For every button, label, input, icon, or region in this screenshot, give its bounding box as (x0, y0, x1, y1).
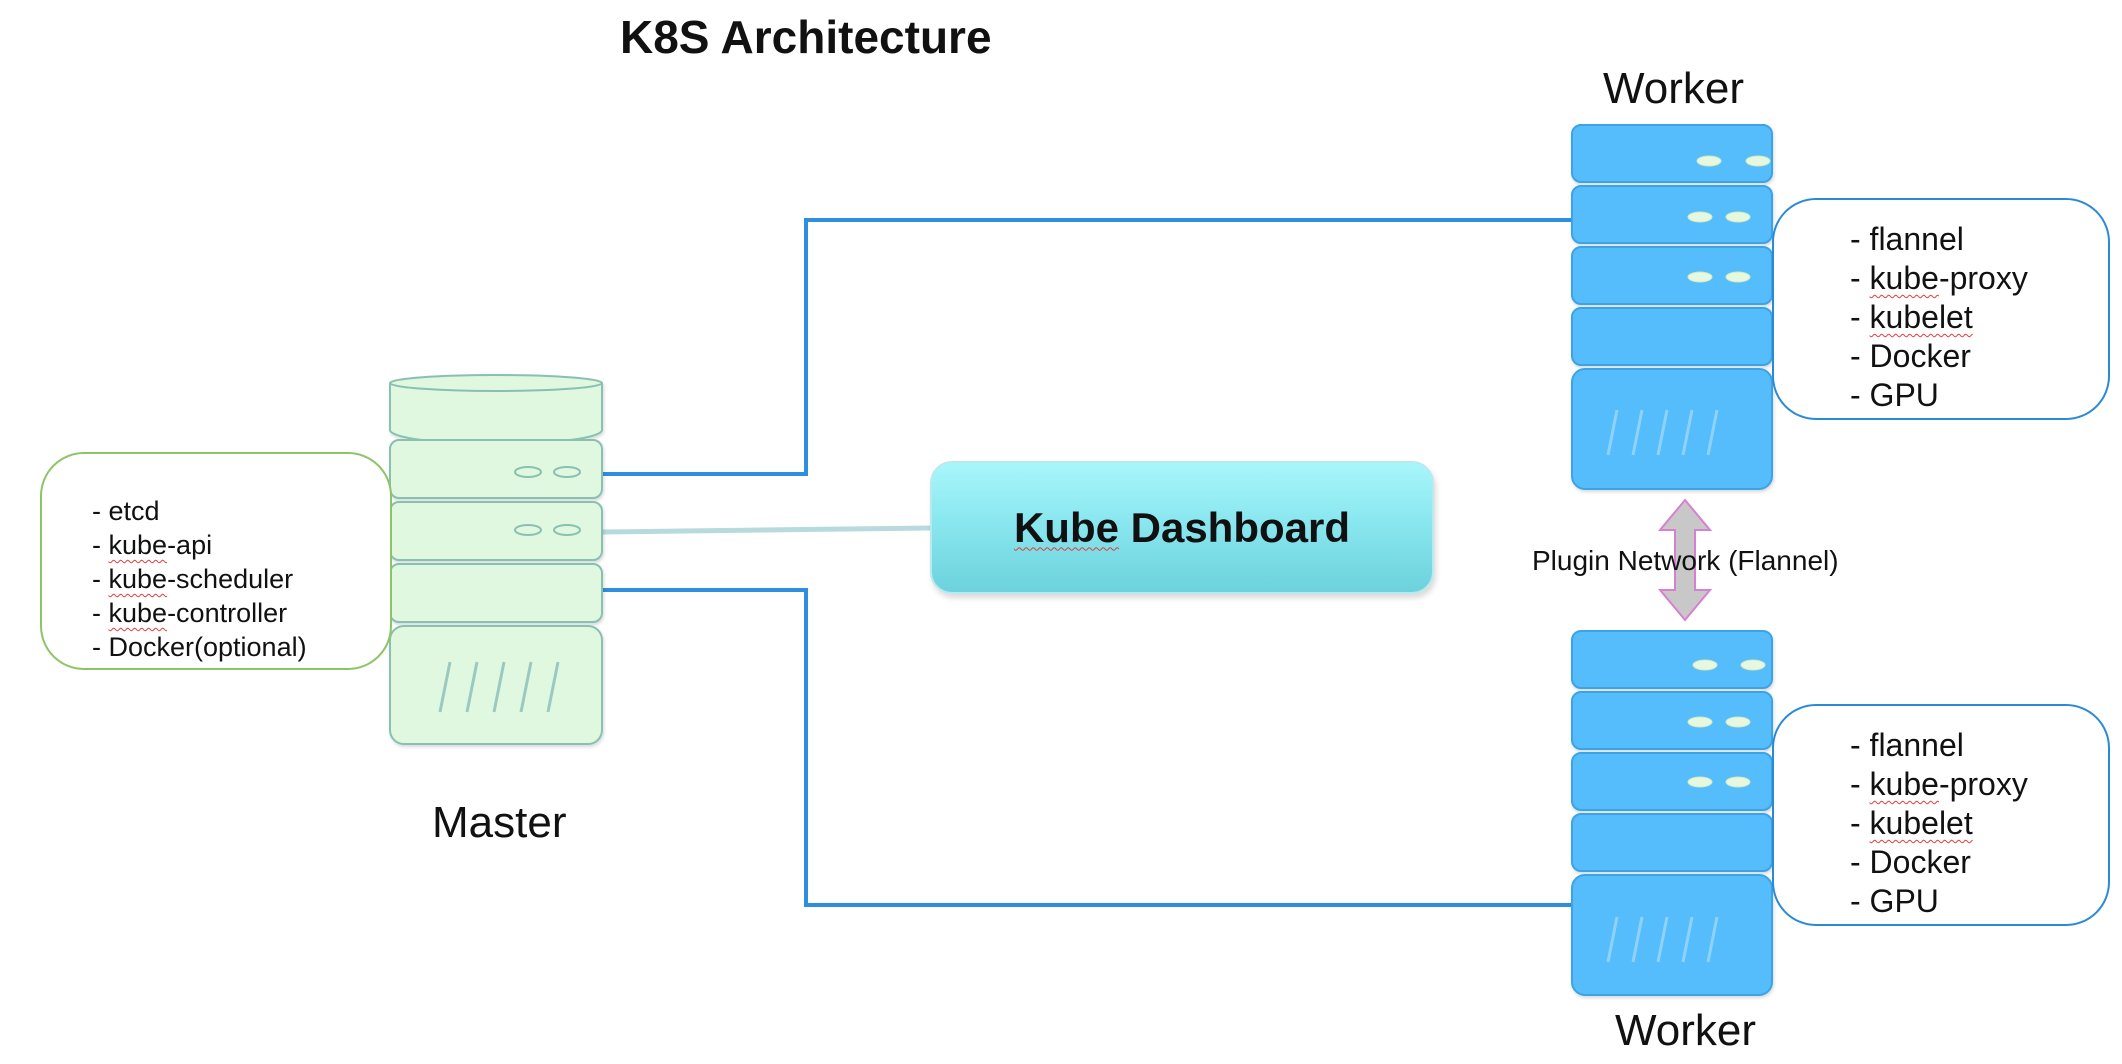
component-item: - Docker(optional) (92, 632, 307, 662)
component-item: - kube-proxy (1850, 766, 2028, 802)
worker-1-components-box: - flannel- kube-proxy- kubelet- Docker- … (1772, 198, 2110, 420)
component-item: - kubelet (1850, 299, 1973, 335)
component-item: - kube-api (92, 530, 213, 560)
component-item: - kube-controller (92, 598, 288, 628)
worker-1-components-list: - flannel- kube-proxy- kubelet- Docker- … (1850, 220, 2028, 415)
plugin-network-label: Plugin Network (Flannel) (1532, 545, 1839, 576)
worker-1-label: Worker (1603, 64, 1744, 113)
master-components-list: - etcd - kube-api - kube-scheduler - kube-c… (92, 494, 307, 664)
master-server-icon (389, 374, 603, 745)
component-item: - Docker (1850, 338, 1971, 374)
worker-2-server-icon (1571, 630, 1773, 996)
diagram-title: K8S Architecture (620, 11, 992, 63)
component-item: - kube-scheduler (92, 564, 294, 594)
kube-dashboard-node: Kube Dashboard (930, 461, 1434, 594)
kube-dashboard-label: Kube Dashboard (1013, 503, 1351, 551)
worker-2-components-box: - flannel- kube-proxy- kubelet- Docker- … (1772, 704, 2110, 926)
database-cylinder-icon (389, 374, 603, 445)
component-item: - flannel (1850, 221, 1964, 257)
connection-lines (601, 218, 1572, 907)
worker-2-label: Worker (1615, 1006, 1756, 1055)
double-arrow-icon (1657, 498, 1713, 622)
master-components-box: - etcd - kube-api - kube-scheduler - kube-c… (40, 452, 392, 670)
component-item: - kube-proxy (1850, 260, 2028, 296)
component-item: - Docker (1850, 844, 1971, 880)
master-to-worker-2-link (602, 588, 1572, 907)
component-item: - kubelet (1850, 805, 1973, 841)
component-item: - GPU (1850, 377, 1939, 413)
worker-1-server-icon (1571, 124, 1773, 490)
worker-2-components-list: - flannel- kube-proxy- kubelet- Docker- … (1850, 726, 2028, 921)
master-label: Master (432, 798, 567, 847)
master-to-worker-1-link (602, 218, 1572, 476)
component-item: - flannel (1850, 727, 1964, 763)
component-item: - etcd (92, 496, 160, 526)
master-to-dashboard-link (601, 525, 931, 535)
component-item: - GPU (1850, 883, 1939, 919)
